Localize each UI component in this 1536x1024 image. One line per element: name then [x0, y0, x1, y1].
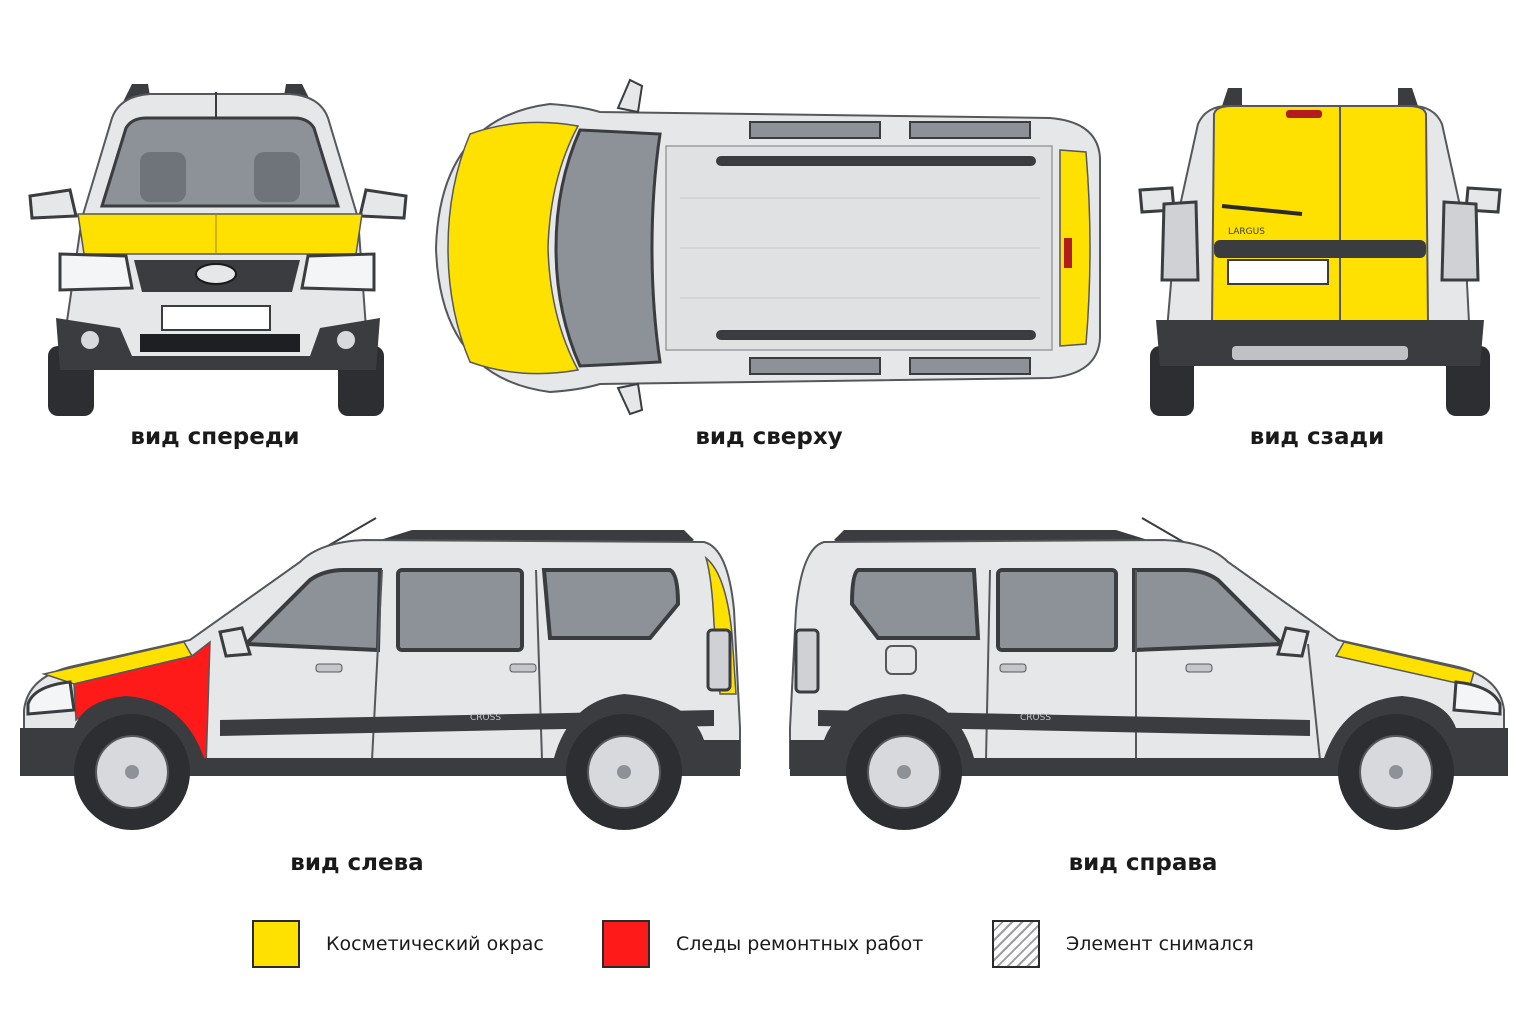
top-view-caption: вид сверху [695, 424, 843, 450]
left-view-caption: вид слева [290, 850, 424, 876]
legend-swatch-repair [602, 920, 650, 968]
rear-view: LARGUS [1136, 84, 1508, 424]
right-middle-window [996, 568, 1118, 652]
windshield [99, 116, 341, 208]
legend-item-removed: Элемент снимался [992, 918, 1254, 970]
top-roof-rail-right [716, 330, 1036, 340]
right-view-caption: вид справа [1068, 850, 1218, 876]
headlight-left [58, 252, 134, 292]
fog-light-left [81, 331, 99, 349]
front-view-caption: вид спереди [130, 424, 300, 450]
right-cross-badge: CROSS [1020, 713, 1051, 723]
top-tailgate-painted [1059, 149, 1091, 347]
legend-label-repair: Следы ремонтных работ [676, 933, 924, 955]
top-mirror-left [616, 78, 644, 114]
legend-item-cosmetic: Косметический окрас [252, 918, 544, 970]
left-side-mirror [218, 626, 252, 658]
tail-light-left [1160, 200, 1200, 282]
front-license-plate [161, 305, 271, 331]
left-headlight [26, 680, 76, 716]
brand-logo [195, 263, 237, 285]
front-view [20, 78, 420, 423]
top-view [430, 78, 1112, 420]
top-roof-rail-left [716, 156, 1036, 166]
top-hood-painted [447, 121, 580, 375]
fog-light-right [337, 331, 355, 349]
left-front-window [241, 568, 383, 653]
rear-right-door-painted [1339, 105, 1430, 325]
right-tail-light [794, 628, 820, 694]
seat-right [254, 152, 300, 202]
mirror-left [28, 188, 78, 220]
left-cross-badge: CROSS [470, 713, 501, 723]
legend-item-repair: Следы ремонтных работ [602, 918, 923, 970]
legend-swatch-removed [992, 920, 1040, 968]
rear-left-door-painted [1210, 105, 1341, 325]
tail-light-right [1440, 200, 1480, 282]
left-middle-window [396, 568, 524, 652]
top-mirror-right [616, 382, 644, 416]
right-view: CROSS [784, 514, 1514, 844]
headlight-right [300, 252, 376, 292]
rear-view-caption: вид сзади [1249, 424, 1385, 450]
left-rear-window [541, 568, 681, 640]
legend-label-cosmetic: Косметический окрас [326, 933, 544, 955]
brand-badge: LARGUS [1228, 227, 1265, 237]
hood-painted [77, 213, 363, 255]
left-view: CROSS [14, 514, 754, 844]
top-windshield [554, 128, 662, 368]
front-bumper-lower [56, 318, 380, 370]
legend-label-removed: Элемент снимался [1066, 933, 1254, 955]
left-tail-light [706, 628, 732, 692]
legend-swatch-cosmetic [252, 920, 300, 968]
right-front-window [1132, 568, 1287, 653]
right-side-mirror [1276, 626, 1310, 658]
seat-left [140, 152, 186, 202]
mirror-right [358, 188, 408, 220]
right-headlight [1452, 680, 1502, 716]
fuel-cap [885, 645, 917, 675]
right-rear-window [849, 568, 981, 640]
legend: Косметический окрас Следы ремонтных рабо… [0, 918, 1536, 974]
rear-license-plate [1227, 259, 1329, 285]
